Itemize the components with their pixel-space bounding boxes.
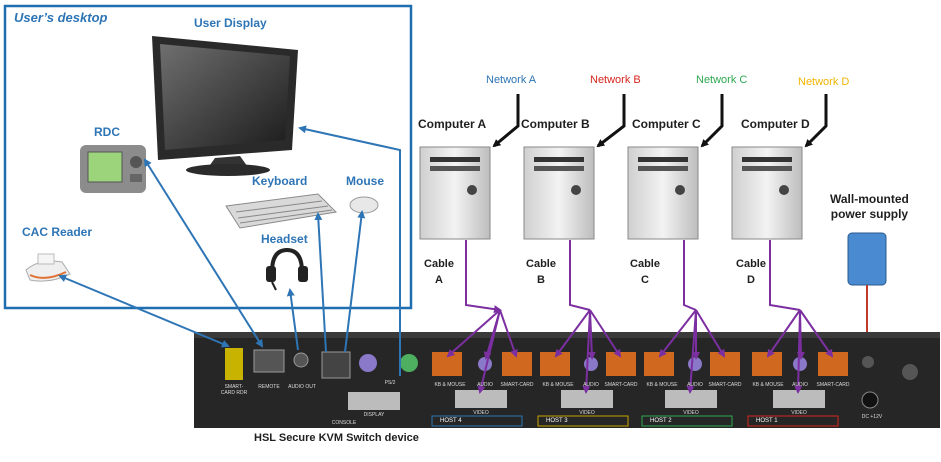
host1-kb-mouse-label: KB & MOUSE — [752, 382, 784, 388]
computer-c-label: Computer C — [632, 117, 701, 131]
network-b-label: Network B — [590, 74, 641, 86]
user-display-label: User Display — [194, 16, 267, 30]
mouse-connection — [344, 210, 366, 353]
cable-a — [446, 240, 518, 394]
computer-a-label: Computer A — [418, 117, 487, 131]
computer-tower-c-icon — [627, 146, 699, 240]
cac-reader-label: CAC Reader — [22, 225, 93, 239]
cable-a-line2: A — [435, 274, 443, 286]
keyboard-connection — [314, 212, 327, 353]
network-b-arrow — [596, 94, 626, 148]
rdc-label: RDC — [94, 125, 120, 139]
mouse-label: Mouse — [346, 174, 385, 188]
display-port-label: DISPLAY — [363, 412, 385, 418]
host4-label: HOST 4 — [440, 418, 462, 424]
host3-video-label: VIDEO — [579, 410, 595, 416]
host3-smartcard-label: SMART-CARD — [604, 382, 638, 388]
cable-c — [658, 240, 726, 394]
cable-c-line1: Cable — [630, 258, 660, 270]
host3-label: HOST 3 — [546, 418, 568, 424]
host1-label: HOST 1 — [756, 418, 778, 424]
host1-video-label: VIDEO — [791, 410, 807, 416]
host1-smartcard-label: SMART-CARD — [816, 382, 850, 388]
rdc-connection — [143, 158, 264, 348]
rdc-icon — [80, 145, 146, 193]
dc-power-label: DC +12V — [861, 414, 883, 420]
cable-b — [554, 240, 622, 394]
headset-icon — [266, 247, 308, 291]
computer-tower-a-icon — [419, 146, 491, 240]
host2-video-label: VIDEO — [683, 410, 699, 416]
monitor-icon — [152, 36, 298, 176]
console-label: CONSOLE — [331, 420, 357, 426]
host3-audio-label: AUDIO — [583, 382, 599, 388]
host4-video-label: VIDEO — [473, 410, 489, 416]
host1-audio-label: AUDIO — [792, 382, 808, 388]
device-caption: HSL Secure KVM Switch device — [254, 432, 419, 444]
cable-a-line1: Cable — [424, 258, 454, 270]
network-a-label: Network A — [486, 74, 537, 86]
computer-tower-b-icon — [523, 146, 595, 240]
cable-d — [766, 240, 834, 394]
network-d-arrow — [804, 94, 828, 148]
keyboard-label: Keyboard — [252, 174, 308, 188]
host2-kb-mouse-label: KB & MOUSE — [646, 382, 678, 388]
cable-d-line1: Cable — [736, 258, 766, 270]
computer-tower-d-icon — [731, 146, 803, 240]
host2-audio-label: AUDIO — [687, 382, 703, 388]
kvm-switch-device — [194, 332, 940, 428]
headset-label: Headset — [261, 232, 308, 246]
host3-kb-mouse-label: KB & MOUSE — [542, 382, 574, 388]
desktop-title: User’s desktop — [14, 10, 108, 25]
network-c-label: Network C — [696, 74, 748, 86]
smart-card-rdr-port-label: SMART-CARD RDR — [220, 384, 248, 396]
host4-kb-mouse-label: KB & MOUSE — [434, 382, 466, 388]
cable-b-line1: Cable — [526, 258, 556, 270]
display-connection — [298, 125, 401, 376]
audio-out-port-label: AUDIO OUT — [288, 384, 316, 390]
ps2-port-label: PS/2 — [384, 380, 396, 386]
headset-connection — [286, 288, 299, 351]
computer-d-label: Computer D — [741, 117, 810, 131]
power-supply-line2: power supply — [830, 207, 909, 221]
host4-audio-label: AUDIO — [477, 382, 493, 388]
power-supply-icon — [847, 232, 887, 286]
computer-b-label: Computer B — [521, 117, 590, 131]
power-supply-line1: Wall-mounted — [830, 192, 909, 206]
cable-d-line2: D — [747, 274, 755, 286]
network-d-label: Network D — [798, 76, 850, 88]
remote-port-label: REMOTE — [258, 384, 280, 390]
host2-label: HOST 2 — [650, 418, 672, 424]
host4-smartcard-label: SMART-CARD — [500, 382, 534, 388]
network-a-arrow — [492, 94, 520, 148]
cac-connection — [58, 274, 230, 348]
cable-c-line2: C — [641, 274, 649, 286]
mouse-icon — [349, 196, 379, 214]
cable-b-line2: B — [537, 274, 545, 286]
network-c-arrow — [700, 94, 724, 148]
host2-smartcard-label: SMART-CARD — [708, 382, 742, 388]
